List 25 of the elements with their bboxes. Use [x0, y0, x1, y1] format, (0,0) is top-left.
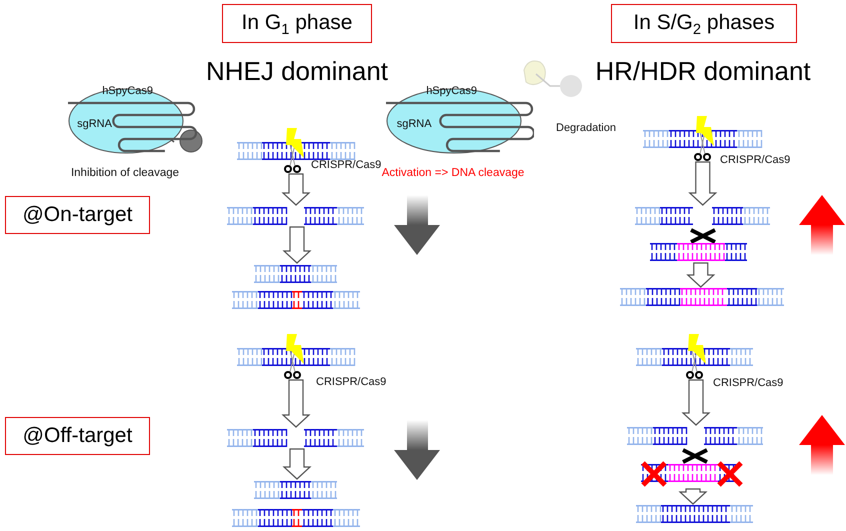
node-label: Inhibition of cleavage: [70, 167, 180, 179]
enzyme-label: CRISPR/Cas9: [713, 377, 784, 389]
hollow-arrow: [281, 379, 311, 428]
phase-label: In G$_{1}$ phase: [222, 4, 372, 43]
protein-drawing: [386, 88, 534, 154]
hollow-arrow: [681, 379, 711, 426]
hollow-arrow: [281, 173, 311, 206]
enzyme-label: CRISPR/Cas9: [311, 159, 382, 171]
target-label: @On-target: [5, 196, 150, 234]
hollow-arrow: [688, 161, 718, 206]
rna-name: sgRNA: [396, 118, 432, 130]
hollow-arrow: [686, 262, 716, 288]
protein-drawing: [68, 88, 198, 154]
node-label: Activation => DNA cleavage: [381, 167, 526, 179]
enzyme-label: CRISPR/Cas9: [720, 154, 790, 166]
degradation-caption: Degradation: [556, 122, 616, 134]
hollow-arrow: [282, 448, 312, 480]
pathway-heading: NHEJ dominant: [204, 56, 390, 87]
hollow-arrow: [678, 488, 708, 505]
enzyme-label: CRISPR/Cas9: [316, 376, 386, 388]
rna-name: sgRNA: [77, 118, 112, 130]
pathway-heading: HR/HDR dominant: [594, 56, 812, 87]
target-label: @Off-target: [5, 417, 150, 455]
hollow-arrow: [282, 226, 312, 264]
phase-label: In S/G$_{2}$ phases: [611, 4, 797, 43]
